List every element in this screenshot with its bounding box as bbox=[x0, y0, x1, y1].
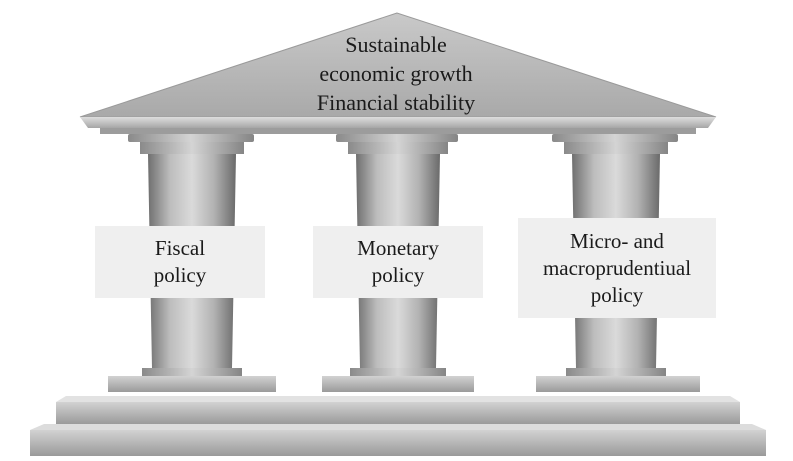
base-step-top-face bbox=[56, 402, 740, 424]
base-step-bottom bbox=[30, 424, 766, 430]
roof-goals-text: Sustainable economic growth Financial st… bbox=[246, 30, 546, 117]
micro-label-line-1: Micro- and bbox=[570, 228, 664, 253]
base-step-bottom-face bbox=[30, 430, 766, 456]
roof-line-3: Financial stability bbox=[316, 90, 476, 115]
monetary-policy-label: Monetary policy bbox=[313, 226, 483, 298]
monetary-label-line-2: policy bbox=[371, 263, 425, 287]
fiscal-policy-label: Fiscal policy bbox=[95, 226, 265, 298]
roof-line-1: Sustainable bbox=[345, 32, 447, 57]
fiscal-label-line-2: policy bbox=[153, 263, 207, 287]
entablature-shadow bbox=[100, 128, 696, 134]
fiscal-label-line-1: Fiscal bbox=[154, 236, 206, 260]
entablature bbox=[80, 117, 716, 128]
roof-line-2: economic growth bbox=[319, 61, 473, 86]
macroprudential-policy-label: Micro- and macroprudentiual policy bbox=[518, 218, 716, 318]
monetary-label-line-1: Monetary bbox=[357, 236, 439, 260]
base-step-top bbox=[56, 396, 740, 402]
micro-label-line-2: macroprudentiual bbox=[542, 255, 692, 280]
micro-label-line-3: policy bbox=[590, 282, 644, 307]
